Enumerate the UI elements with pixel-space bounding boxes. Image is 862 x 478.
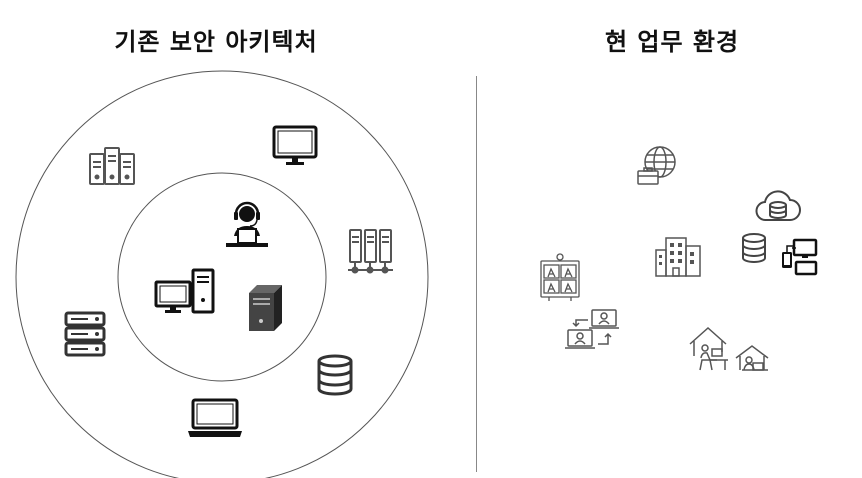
device-sync-icon xyxy=(782,238,818,276)
server-stack-icon xyxy=(64,311,106,357)
server-tower-icon xyxy=(89,147,135,185)
desktop-computer-icon xyxy=(154,268,215,314)
panel-divider xyxy=(476,76,477,472)
work-from-home-icon xyxy=(689,326,728,371)
cloud-database-icon xyxy=(755,190,801,222)
legacy-architecture-title: 기존 보안 아키텍처 xyxy=(114,28,318,56)
support-agent-icon xyxy=(226,201,268,247)
laptop-icon xyxy=(188,398,242,437)
database-icon xyxy=(317,354,353,396)
server-rack-icon xyxy=(348,229,393,274)
monitor-icon xyxy=(272,125,318,165)
current-work-environment-title: 현 업무 환경 xyxy=(604,28,740,56)
globe-briefcase-icon xyxy=(637,146,676,185)
office-building-icon xyxy=(655,237,701,277)
outer-perimeter-ring xyxy=(15,70,429,478)
inner-perimeter-ring xyxy=(117,172,327,382)
database-icon xyxy=(742,233,766,263)
video-conference-icon xyxy=(540,253,580,301)
home-office-icon xyxy=(735,345,769,371)
pc-tower-icon xyxy=(249,285,282,331)
remote-collaboration-icon xyxy=(565,309,619,349)
